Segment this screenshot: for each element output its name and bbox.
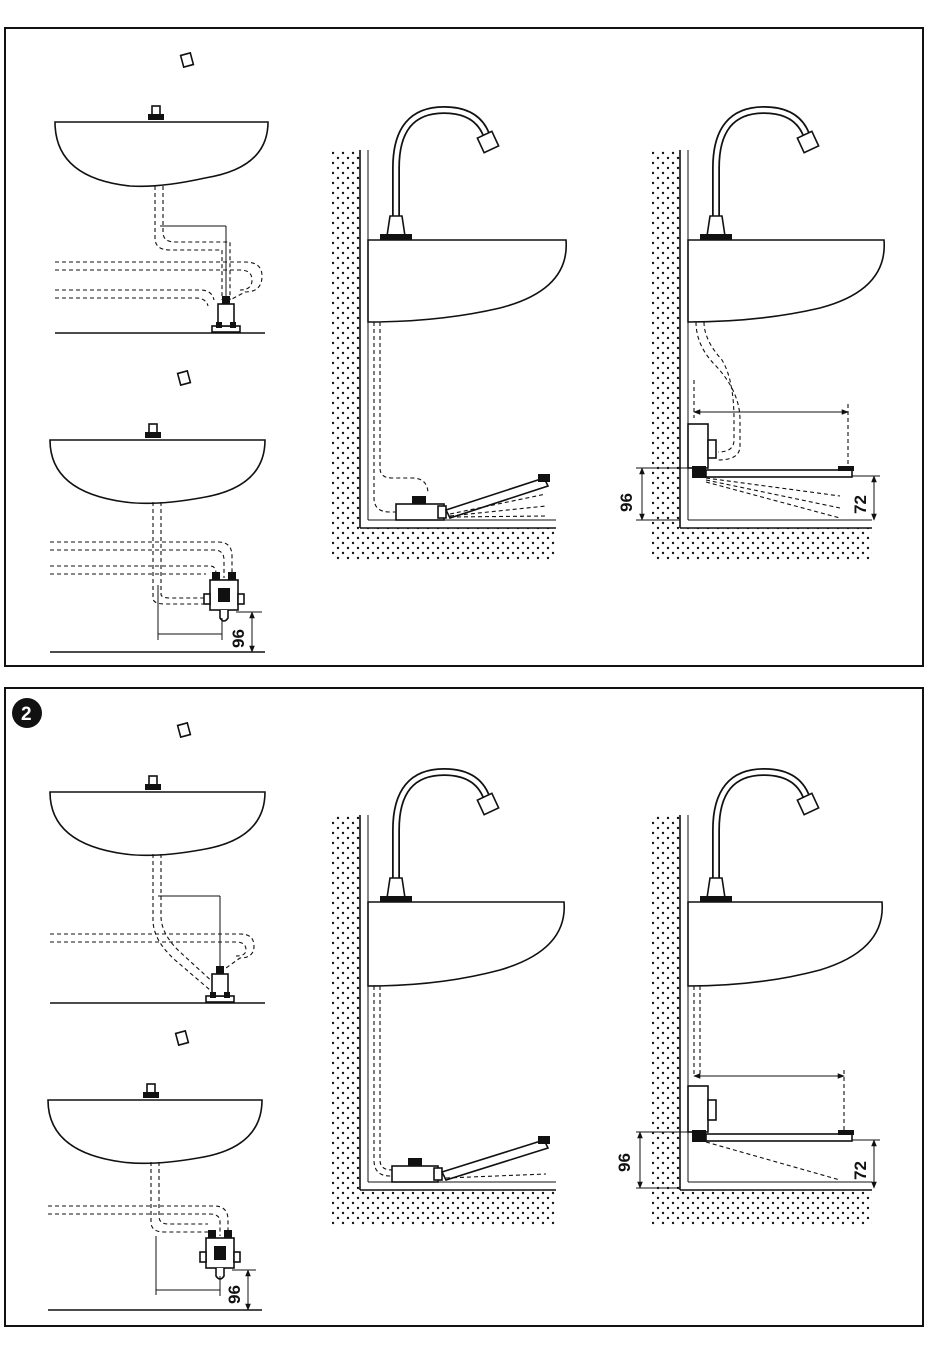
faucet-icon — [700, 772, 819, 902]
basin — [50, 792, 265, 855]
side-valve-body — [688, 424, 708, 468]
basin — [55, 122, 268, 186]
panel-2-view-side-valve: 96 — [48, 1020, 262, 1310]
basin — [48, 1100, 262, 1163]
panel-1-view-floor-valve — [55, 42, 268, 333]
basin — [688, 902, 882, 986]
dimension-label-96: 96 — [225, 1285, 244, 1304]
valve-body — [396, 504, 444, 520]
basin — [688, 240, 884, 322]
dimension-label-72: 72 — [851, 495, 870, 514]
faucet-icon — [700, 110, 819, 240]
floor-valve-icon — [212, 296, 240, 332]
basin — [368, 902, 564, 986]
pedal-lever — [706, 470, 852, 477]
faucet-icon — [145, 360, 190, 438]
panel-2-frame — [5, 688, 923, 1326]
basin — [368, 240, 566, 322]
dimension-label-96: 96 — [617, 493, 636, 512]
basin — [50, 440, 265, 503]
side-valve-icon — [204, 572, 244, 621]
pedal-lever — [706, 1134, 852, 1141]
panel-number-label: 2 — [21, 704, 32, 725]
panel-1-view-wall-pedal — [332, 110, 566, 560]
panel-1-view-wall-side: 96 72 — [617, 110, 884, 560]
faucet-icon — [148, 42, 193, 120]
panel-2-view-wall-pedal — [332, 772, 564, 1225]
side-valve-icon — [200, 1230, 240, 1279]
pedal-lever — [442, 1140, 548, 1180]
faucet-icon — [380, 772, 499, 902]
panel-1-view-side-valve: 96 — [50, 360, 265, 652]
valve-body — [392, 1166, 438, 1182]
side-valve-body — [688, 1086, 708, 1132]
dimension-label-96: 96 — [229, 629, 248, 648]
faucet-icon — [380, 110, 499, 240]
faucet-icon — [143, 1020, 188, 1098]
faucet-icon — [145, 712, 190, 790]
dimension-label-96: 96 — [615, 1153, 634, 1172]
dimension-label-72: 72 — [851, 1161, 870, 1180]
panel-2-view-floor-valve — [50, 712, 265, 1003]
floor-valve-icon — [206, 966, 234, 1002]
pedal-lever — [446, 478, 548, 518]
panel-2-view-wall-side: 96 72 — [615, 772, 882, 1225]
